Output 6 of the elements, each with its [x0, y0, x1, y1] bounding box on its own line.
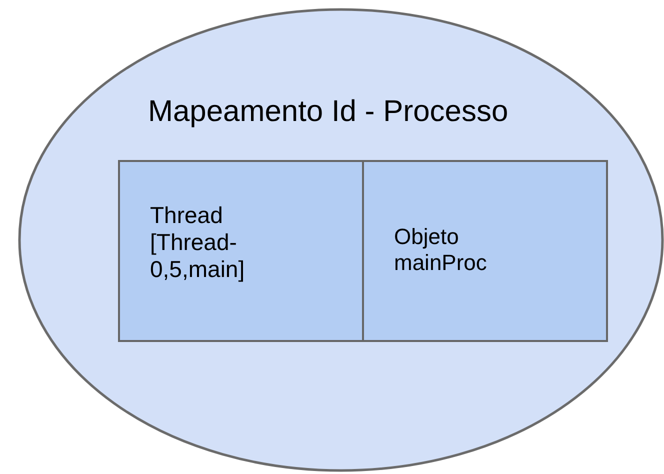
process-box: [362, 160, 608, 342]
box-label: Objeto mainProc: [394, 224, 488, 276]
container-title: Mapeamento Id - Processo: [148, 94, 510, 130]
ellipse-container: [18, 8, 664, 472]
process-box: [118, 160, 364, 342]
box-label: Thread [Thread-0,5,main]: [150, 202, 246, 284]
